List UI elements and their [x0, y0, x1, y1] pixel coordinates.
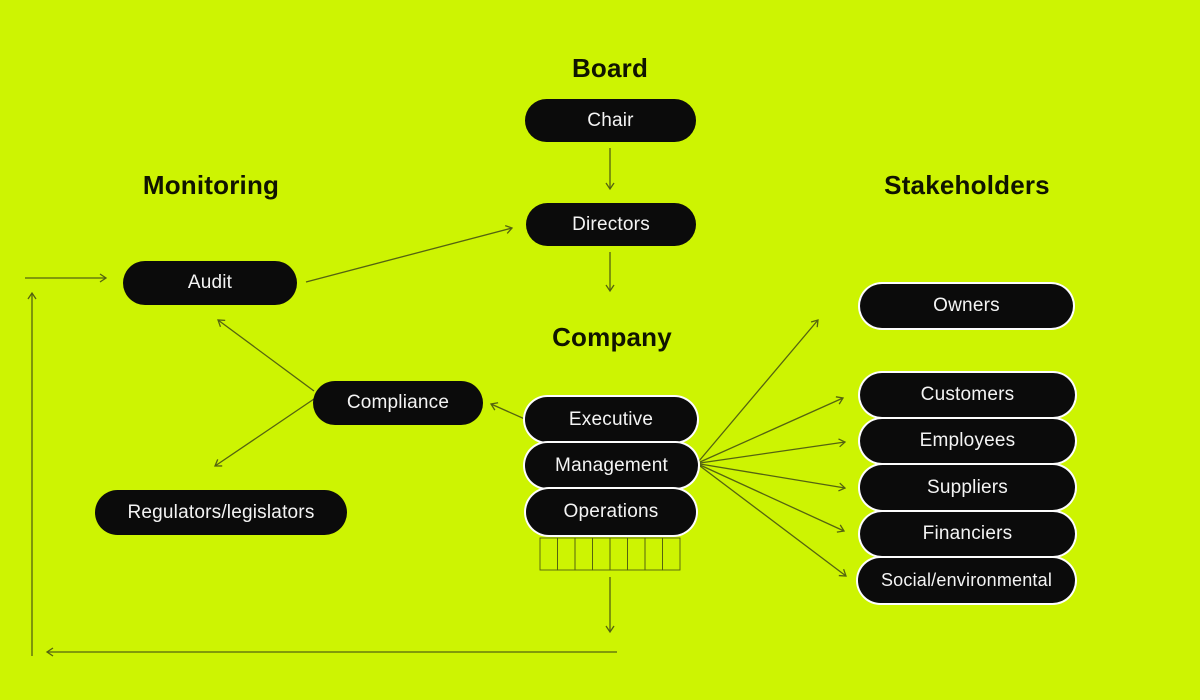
- node-compliance: Compliance: [313, 381, 483, 425]
- node-customers: Customers: [860, 373, 1075, 417]
- stakeholders-heading: Stakeholders: [884, 170, 1050, 200]
- node-regulators-legislators: Regulators/legislators: [95, 490, 347, 535]
- operations-comb: [539, 537, 681, 571]
- node-employees: Employees: [860, 419, 1075, 463]
- node-suppliers: Suppliers: [860, 465, 1075, 510]
- node-owners: Owners: [860, 284, 1073, 328]
- monitoring-heading: Monitoring: [142, 170, 280, 200]
- node-executive: Executive: [525, 397, 697, 442]
- node-directors: Directors: [526, 203, 696, 246]
- company-heading: Company: [552, 322, 672, 352]
- node-audit: Audit: [123, 261, 297, 305]
- board-heading: Board: [571, 53, 649, 83]
- node-operations: Operations: [526, 489, 696, 535]
- node-chair: Chair: [525, 99, 696, 142]
- node-management: Management: [525, 443, 698, 488]
- node-social-environmental: Social/environmental: [858, 558, 1075, 603]
- node-financiers: Financiers: [860, 512, 1075, 556]
